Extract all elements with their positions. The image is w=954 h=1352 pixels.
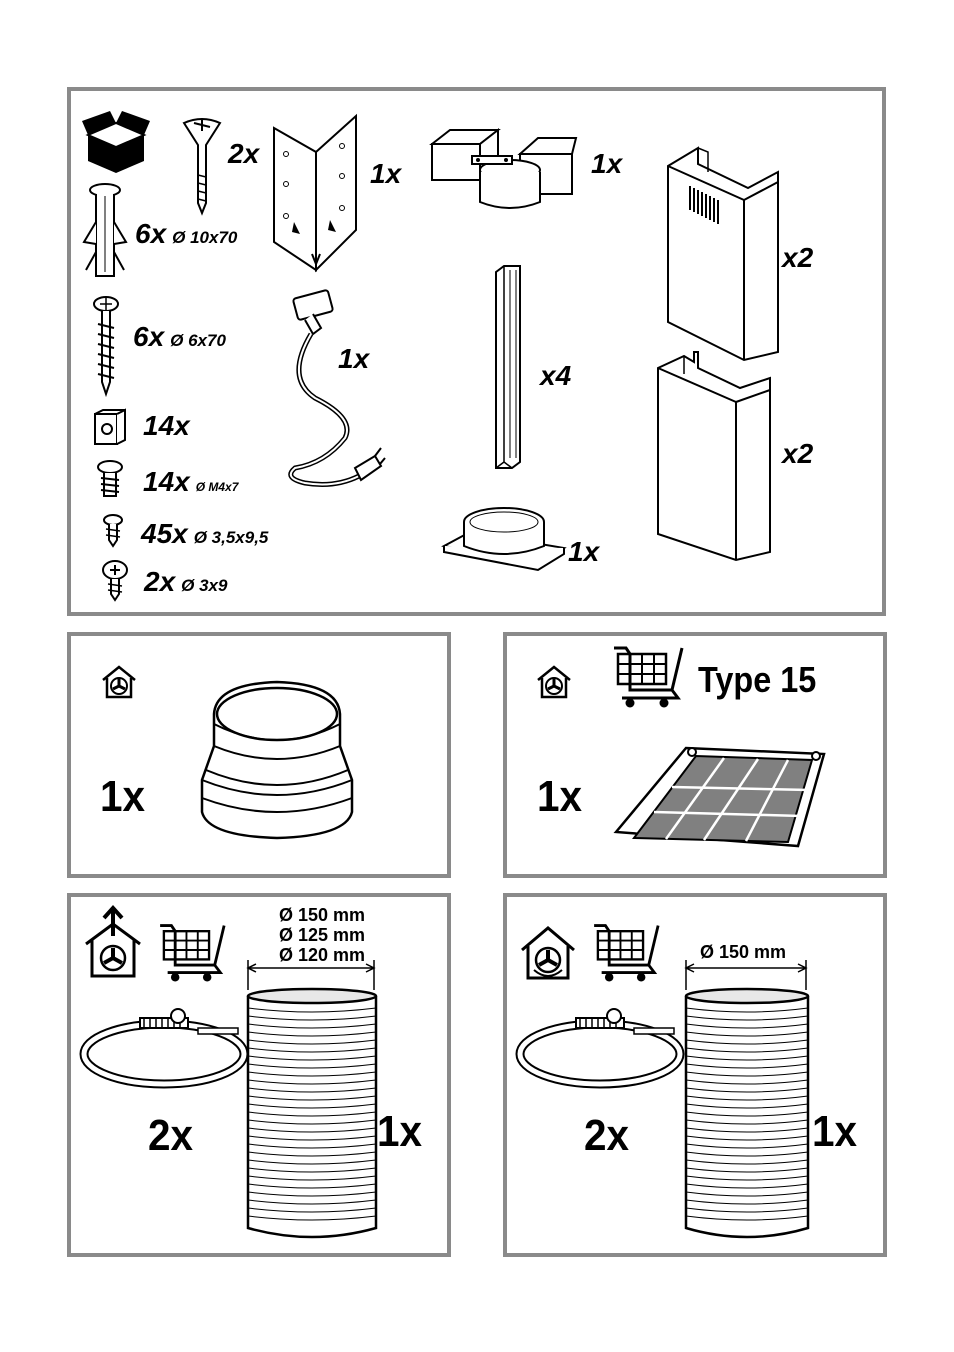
pan-screw-icon xyxy=(102,560,128,602)
hose-qty: 1x xyxy=(377,1107,423,1156)
filter-qty: 1x xyxy=(537,772,583,821)
dimension-arrow-icon xyxy=(246,960,376,990)
filter-type-label: Type 15 xyxy=(698,659,817,700)
carbon-filter-icon xyxy=(613,746,826,848)
angle-bracket-icon xyxy=(273,113,357,273)
lower-chimney-qty: x2 xyxy=(782,438,814,469)
shopping-cart-icon xyxy=(594,924,660,982)
guide-rail-qty: x4 xyxy=(540,360,572,391)
flexible-hose-icon xyxy=(246,987,378,1239)
countersunk-screw-icon xyxy=(182,118,222,216)
countersunk-screw-qty: 2x xyxy=(228,138,260,169)
recirculation-house-icon xyxy=(537,665,571,699)
lower-chimney-icon xyxy=(657,351,771,562)
hose-clamp-icon xyxy=(79,1008,249,1089)
duct-flange-qty: 1x xyxy=(568,536,600,567)
package-box-icon xyxy=(82,111,150,173)
hose-clamp-icon xyxy=(515,1008,685,1089)
recirculation-house-icon xyxy=(521,926,575,980)
hose-clamp-qty: 2x xyxy=(584,1111,630,1160)
diameter-120: Ø 120 mm xyxy=(278,945,366,965)
wood-screw-icon xyxy=(93,296,119,398)
hose-diameter-list: Ø 150 mm Ø 125 mm Ø 120 mm xyxy=(262,905,382,965)
diameter-150: Ø 150 mm xyxy=(278,905,366,925)
duct-adapter-icon xyxy=(429,127,578,209)
guide-rail-icon xyxy=(495,265,521,469)
angle-bracket-qty: 1x xyxy=(370,158,402,189)
wall-plug-icon xyxy=(82,183,128,277)
upper-chimney-qty: x2 xyxy=(782,242,814,273)
power-cable-icon xyxy=(288,289,386,487)
shopping-cart-icon xyxy=(160,924,226,982)
extraction-house-icon xyxy=(85,905,141,978)
small-screw-icon xyxy=(103,514,123,548)
duct-flange-icon xyxy=(441,507,567,572)
flexible-hose-icon xyxy=(684,987,810,1239)
cage-nut-icon xyxy=(94,408,126,445)
hose-clamp-qty: 2x xyxy=(148,1111,194,1160)
duct-adapter-qty: 1x xyxy=(591,148,623,179)
hose-diameter-150: Ø 150 mm xyxy=(699,942,787,962)
cage-nut-qty: 14x xyxy=(143,410,190,441)
hose-qty: 1x xyxy=(812,1107,858,1156)
reducer-qty: 1x xyxy=(100,772,146,821)
machine-screw-icon xyxy=(97,460,123,497)
power-cable-qty: 1x xyxy=(338,343,370,374)
upper-chimney-icon xyxy=(667,146,779,362)
shopping-cart-icon xyxy=(614,646,684,708)
duct-reducer-icon xyxy=(200,680,354,840)
dimension-arrow-icon xyxy=(684,960,808,990)
diameter-125: Ø 125 mm xyxy=(278,925,366,945)
recirculation-house-icon xyxy=(102,665,136,699)
